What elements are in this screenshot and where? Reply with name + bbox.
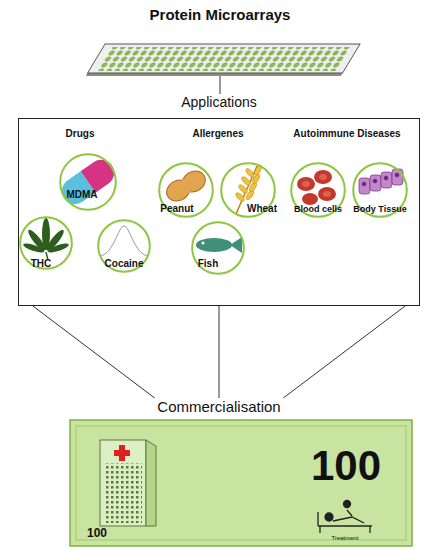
note-body	[70, 420, 412, 546]
building-windows	[104, 463, 142, 523]
category-circle: THC	[19, 216, 73, 270]
building-front	[100, 440, 146, 526]
tissue-nucleus	[384, 176, 388, 180]
tissue-cell	[381, 172, 392, 188]
group-heading: Drugs	[45, 128, 115, 140]
bed-line	[318, 525, 372, 526]
circle-outline	[20, 217, 72, 269]
microarray-slide	[86, 44, 360, 76]
tissue-nucleus	[395, 173, 399, 177]
circle-label: THC	[20, 258, 62, 270]
circle-label: Body Tissue	[348, 204, 412, 214]
blood-cell	[297, 177, 315, 191]
red-cross	[114, 445, 130, 461]
note-value: 100	[288, 442, 404, 490]
peanut-icon	[163, 167, 209, 205]
spot-grid	[97, 47, 351, 71]
circle-label: Wheat	[238, 203, 286, 215]
tissue-nucleus	[373, 179, 377, 183]
note-value: 100	[76, 527, 118, 541]
fish-tail	[230, 237, 242, 253]
category-circle: Blood cells	[290, 162, 346, 218]
circle-outline	[98, 220, 150, 272]
note-caption: Treatment	[315, 535, 375, 542]
powder-icon	[100, 226, 148, 256]
leaf-blade	[47, 242, 70, 255]
blood-cell	[302, 193, 318, 205]
patient-body	[333, 517, 364, 523]
circle-label: Cocaine	[98, 258, 150, 270]
circle-outline	[59, 153, 117, 211]
node-heading: Commercialisation	[18, 398, 420, 415]
category-circle: Fish	[191, 221, 245, 275]
slide-body	[88, 44, 360, 73]
blood-cell	[314, 170, 332, 184]
blood-cell-center	[323, 191, 331, 197]
blood-cell-center	[302, 181, 310, 187]
circle-label: MDMA	[60, 189, 104, 201]
category-circle: MDMA	[59, 153, 117, 211]
category-circle: Body Tissue	[352, 162, 408, 218]
circle-label: Fish	[188, 258, 228, 270]
category-circle: Peanut	[158, 162, 214, 218]
circle-label: Blood cells	[286, 204, 350, 214]
bed-head	[317, 512, 318, 526]
circle-outline	[60, 154, 116, 210]
microarray-node: Protein Microarrays	[80, 4, 360, 76]
doctor-arm	[347, 510, 352, 516]
group-heading: Allergenes	[178, 128, 258, 140]
building-side	[146, 440, 156, 526]
fish-body	[196, 238, 232, 252]
patient-head	[325, 513, 333, 521]
category-circle: Wheat	[220, 162, 276, 218]
tissue-cell	[370, 175, 381, 191]
wheat-grain	[245, 167, 256, 179]
applications-box: ApplicationsMDMATHCCocainePeanutWheatFis…	[18, 94, 420, 306]
connector-line	[33, 306, 155, 398]
blood-cell	[318, 187, 336, 201]
connector-line	[220, 76, 221, 94]
blood-cell-center	[319, 174, 327, 180]
pill-icon	[57, 155, 119, 210]
doctor-head	[344, 501, 351, 508]
note-border	[76, 426, 406, 540]
wheat-grain	[240, 175, 251, 186]
bed-leg	[319, 526, 320, 533]
tissue-nucleus	[362, 182, 366, 186]
fish-eye	[202, 242, 205, 245]
banknote	[70, 420, 412, 546]
blood-cells-icon	[297, 170, 336, 205]
tissue-icon	[359, 169, 403, 194]
category-circle: Cocaine	[97, 219, 151, 273]
tissue-cell	[392, 169, 403, 185]
fish-icon	[196, 237, 242, 253]
connector-line	[219, 306, 220, 398]
box-heading: Applications	[18, 94, 420, 110]
banknote-node: Commercialisation 100 100Treatment	[18, 398, 420, 548]
bed-leg	[369, 526, 370, 533]
connector-line	[283, 306, 405, 398]
tissue-cell	[359, 178, 370, 194]
circle-label: Peanut	[152, 203, 202, 215]
node-heading: Protein Microarrays	[80, 6, 360, 23]
peanut-waist	[178, 177, 194, 195]
group-heading: Autoimmune Diseases	[278, 128, 416, 140]
patient-bed-icon	[318, 501, 372, 534]
